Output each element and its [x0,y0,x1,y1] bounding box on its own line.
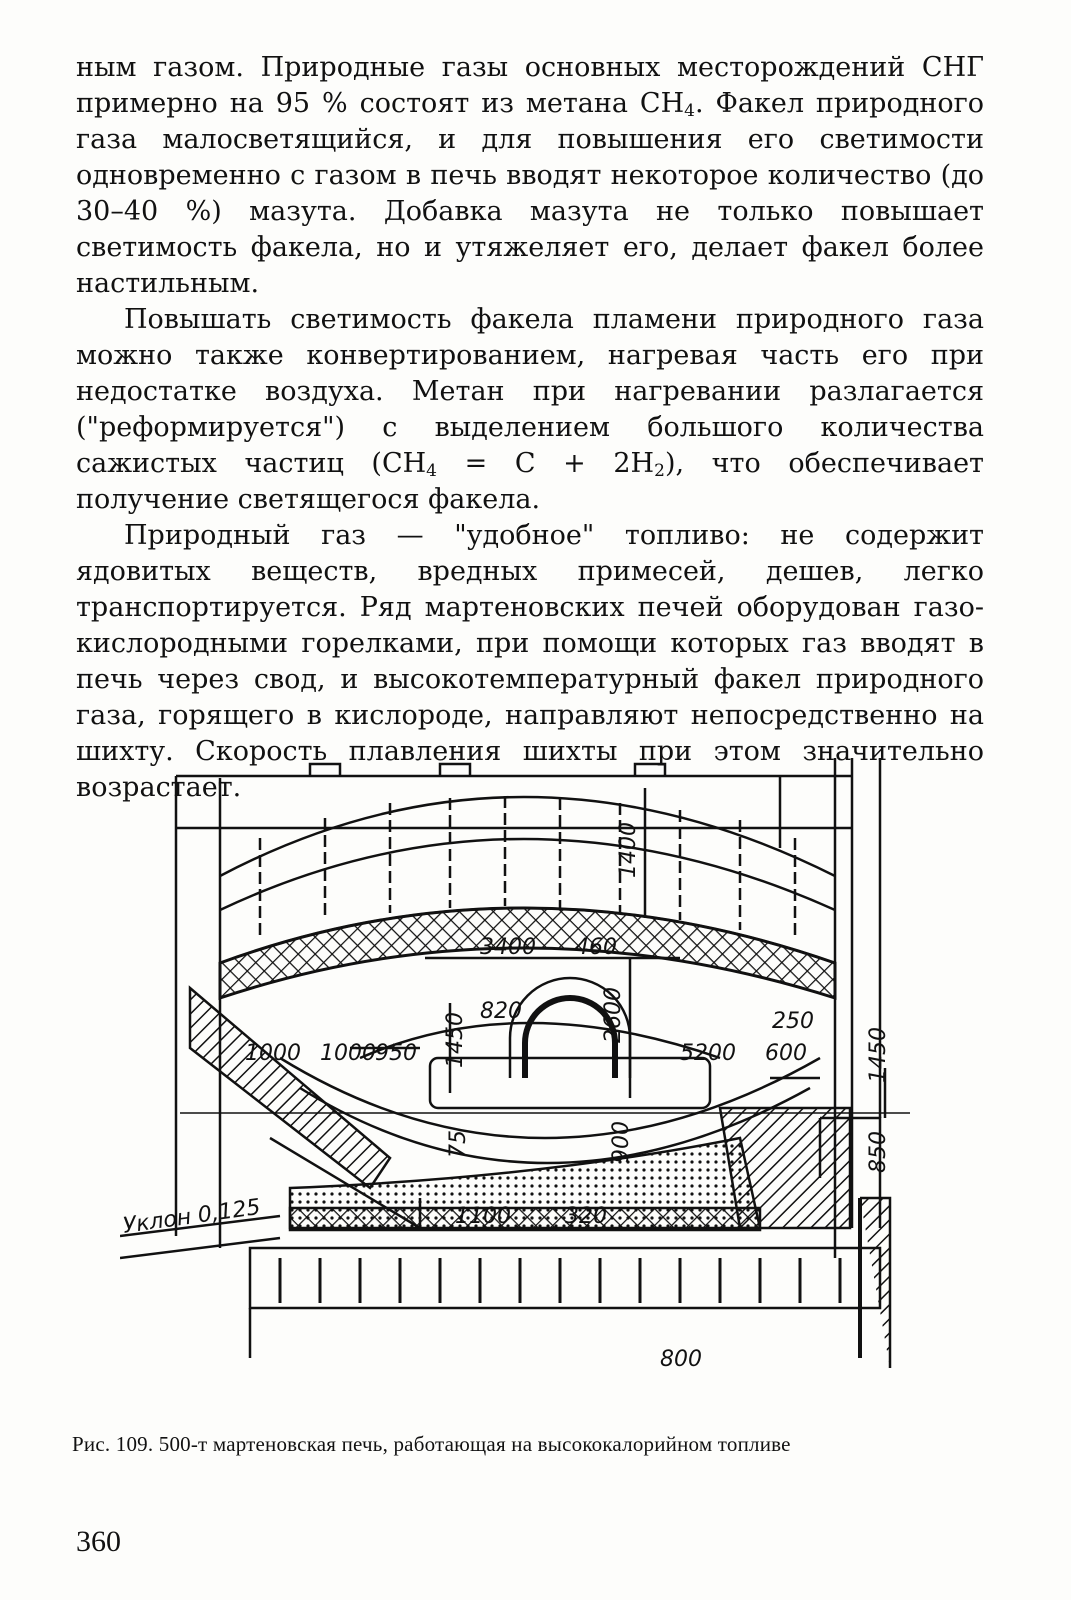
dim-320: 320 [565,1204,607,1229]
dim-1400: 1400 [616,822,641,878]
body-text: ным газом. Природные газы основных место… [76,50,984,806]
dim-1100: 1100 [455,1204,511,1229]
dim-1000-left: 1000 [245,1041,301,1066]
paragraph-1: ным газом. Природные газы основных место… [76,50,984,302]
paragraph-2-formula: = C + 2H [437,448,655,479]
subscript: 4 [684,101,695,121]
dim-950: 950 [375,1041,417,1066]
dim-850: 850 [866,1131,891,1173]
dim-1000-mid: 1000 [320,1041,376,1066]
dim-1450-inner: 1450 [443,1012,468,1068]
dim-900: 900 [609,1121,634,1163]
dim-820: 820 [480,999,522,1024]
paragraph-1-text-rest: . Факел природного газа малосветящийся, … [76,88,984,299]
paragraph-2: Повышать светимость факела пламени приро… [76,302,984,518]
figure-caption: Рис. 109. 500-т мартеновская печь, работ… [72,1432,791,1456]
dim-1450-right: 1450 [866,1027,891,1083]
paragraph-1-text: ным газом. Природные газы основных место… [76,52,984,119]
paragraph-3: Природный газ — "удобное" топливо: не со… [76,520,984,803]
paragraph-2-text: Повышать светимость факела пламени приро… [76,304,984,479]
dim-600: 600 [765,1041,807,1066]
dim-460: 460 [575,935,617,960]
dim-5200: 5200 [680,1041,736,1066]
subscript: 4 [426,461,437,481]
dim-75: 75 [446,1130,471,1158]
dim-250: 250 [772,1009,814,1034]
furnace-drawing: 1400 3400 460 820 1450 2600 250 1000 100… [120,758,1000,1378]
page-number: 360 [76,1525,121,1558]
dim-800: 800 [660,1347,702,1372]
paragraph-2-text-rest: ), что обеспечивает получение светящегос… [76,448,984,515]
subscript: 2 [654,461,665,481]
furnace-cross-section-svg: 1400 3400 460 820 1450 2600 250 1000 100… [120,758,910,1372]
slope-label: Уклон 0,125 [121,1195,262,1239]
dim-2600: 2600 [601,987,626,1043]
dim-3400: 3400 [480,935,536,960]
